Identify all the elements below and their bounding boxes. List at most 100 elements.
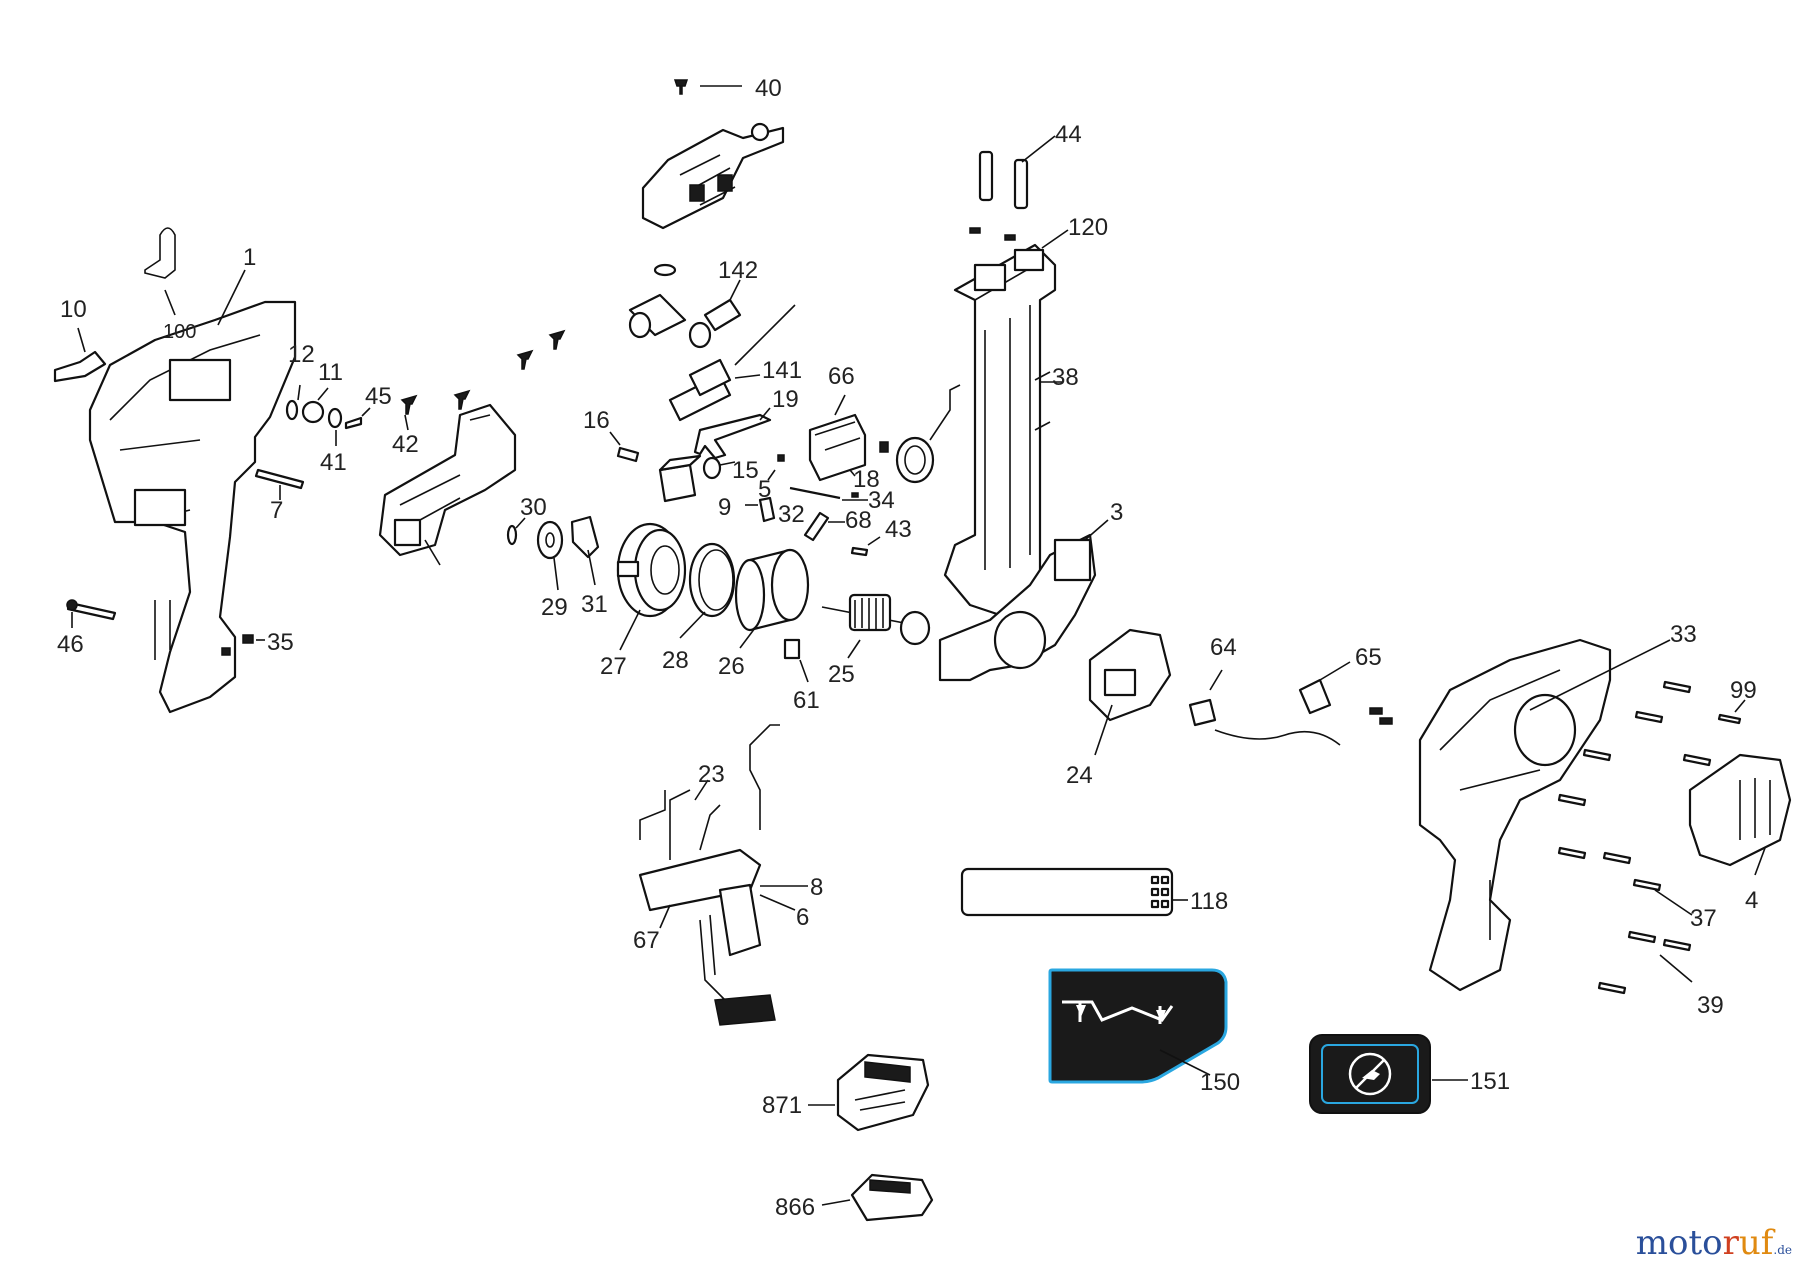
label-25: 25 (828, 661, 855, 688)
label-7: 7 (270, 497, 283, 524)
label-142: 142 (718, 257, 758, 284)
callout-labels: 40 44 120 1 142 10 100 12 11 45 141 66 3… (57, 75, 1758, 1221)
label-150: 150 (1200, 1069, 1240, 1096)
label-118: 118 (1190, 888, 1228, 915)
label-8: 8 (810, 874, 823, 901)
part-33-housing-right (1418, 638, 1671, 992)
label-18: 18 (853, 466, 880, 493)
label-61: 61 (793, 687, 820, 714)
label-41: 41 (320, 449, 347, 476)
label-26: 26 (718, 653, 745, 680)
label-16: 16 (583, 407, 610, 434)
part-866-charger (821, 1173, 934, 1222)
label-15: 15 (732, 457, 759, 484)
watermark: motoruf.de (1636, 1223, 1792, 1263)
part-28-ring (679, 542, 736, 639)
label-1: 1 (243, 244, 256, 271)
part-150-badge (1048, 968, 1228, 1084)
label-6: 6 (796, 904, 809, 931)
part-141-carriage (668, 304, 796, 422)
part-61 (783, 638, 809, 683)
label-10: 10 (60, 296, 87, 323)
label-46: 46 (57, 631, 84, 658)
label-37: 37 (1690, 905, 1717, 932)
part-142 (628, 263, 742, 349)
label-43: 43 (885, 516, 912, 543)
part-7-pin (254, 468, 305, 500)
label-45: 45 (365, 383, 392, 410)
label-5: 5 (758, 476, 771, 503)
part-44-bolts (969, 135, 1056, 241)
part-24 (1088, 628, 1172, 756)
label-65: 65 (1355, 644, 1382, 671)
parts-37-39-screws (1557, 680, 1712, 995)
label-64: 64 (1210, 634, 1237, 661)
label-30: 30 (520, 494, 547, 521)
part-27-drum (616, 522, 687, 651)
part-10-clip (53, 327, 107, 383)
label-100: 100 (163, 321, 196, 343)
part-23-wiring (639, 724, 780, 860)
label-3: 3 (1110, 499, 1123, 526)
nose-assembly (641, 122, 785, 230)
label-866: 866 (775, 1194, 815, 1221)
label-66: 66 (828, 363, 855, 390)
part-35-nuts (221, 634, 265, 656)
part-871-battery (808, 1053, 930, 1132)
label-99: 99 (1730, 677, 1757, 704)
parts-8-6-67-harness (638, 848, 808, 1026)
label-4: 4 (1745, 887, 1758, 914)
label-39: 39 (1697, 992, 1724, 1019)
part-100-hook (144, 227, 176, 316)
parts-12-11-45-41 (285, 384, 371, 446)
label-24: 24 (1066, 762, 1093, 789)
parts-30-29-31 (506, 515, 600, 591)
part-1-housing-left (88, 269, 297, 714)
label-34: 34 (868, 487, 895, 514)
label-151: 151 (1470, 1068, 1510, 1095)
parts-34-32-9-68 (745, 486, 881, 557)
label-12: 12 (288, 341, 315, 368)
part-118-label (960, 867, 1188, 917)
label-28: 28 (662, 647, 689, 674)
part-46-bolt (66, 599, 117, 628)
label-32: 32 (778, 501, 805, 528)
label-120: 120 (1068, 214, 1108, 241)
part-42-screws (400, 329, 566, 431)
part-3-gear-housing (938, 519, 1109, 682)
label-23: 23 (698, 761, 725, 788)
label-19: 19 (772, 386, 799, 413)
part-66-motor-cap (808, 394, 867, 482)
switch-block (658, 454, 702, 503)
label-141: 141 (762, 357, 802, 384)
label-40: 40 (755, 75, 782, 102)
parts-16-15-5 (609, 431, 785, 481)
label-29: 29 (541, 594, 568, 621)
label-38: 38 (1052, 364, 1079, 391)
part-19-plate (693, 407, 772, 460)
label-42: 42 (392, 431, 419, 458)
label-35: 35 (267, 629, 294, 656)
watermark-part1: moto (1635, 1223, 1723, 1263)
watermark-part3: uf (1738, 1223, 1774, 1263)
label-68: 68 (845, 507, 872, 534)
parts-64-65-switch (1188, 661, 1393, 746)
part-18-gear (849, 384, 961, 484)
label-11: 11 (318, 359, 343, 386)
part-2-frame (378, 403, 517, 566)
label-67: 67 (633, 927, 660, 954)
label-9: 9 (718, 494, 731, 521)
label-871: 871 (762, 1092, 802, 1119)
watermark-suffix: .de (1773, 1243, 1792, 1257)
part-26-cylinder (734, 548, 810, 649)
part-4-cover (1688, 753, 1792, 876)
part-151-badge (1309, 1034, 1468, 1114)
part-99 (1717, 699, 1746, 725)
label-44: 44 (1055, 121, 1082, 148)
part-25-armature (821, 593, 931, 659)
label-33: 33 (1670, 621, 1697, 648)
part-40-screw (673, 79, 742, 95)
label-27: 27 (600, 653, 627, 680)
label-31: 31 (581, 591, 608, 618)
